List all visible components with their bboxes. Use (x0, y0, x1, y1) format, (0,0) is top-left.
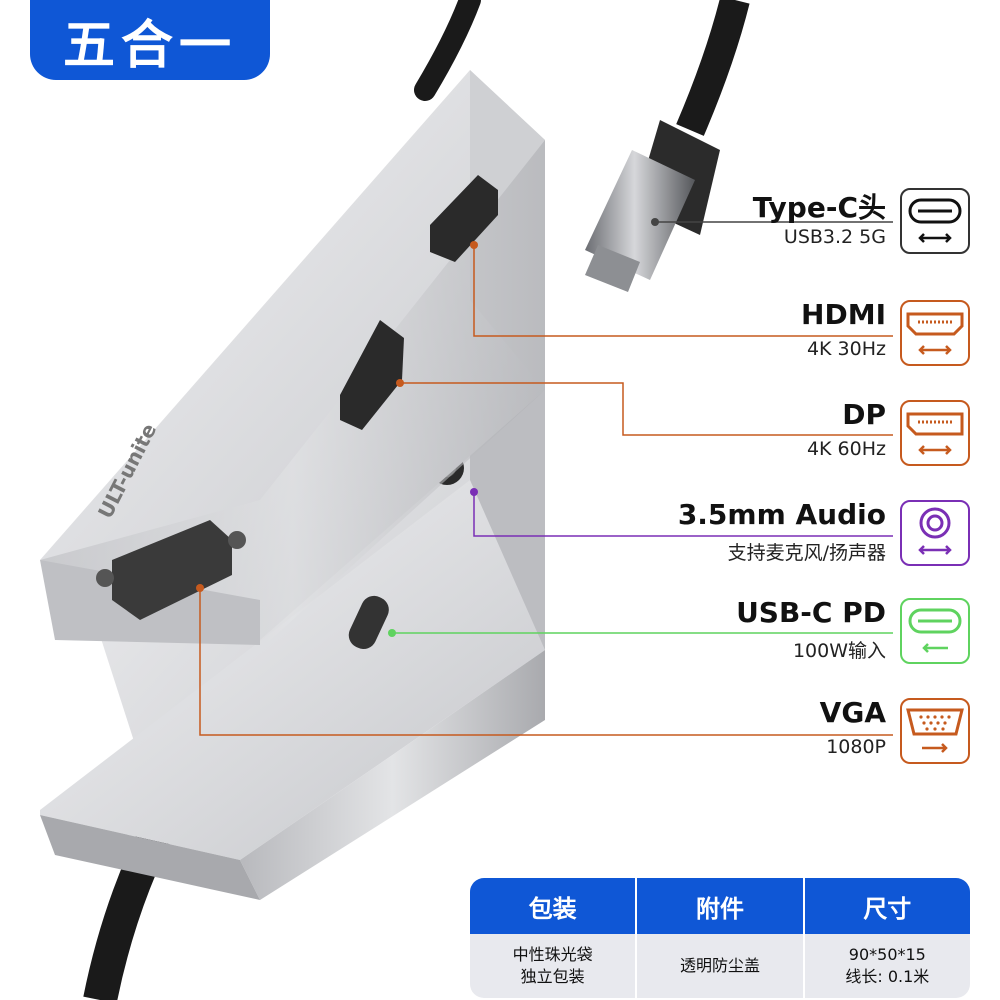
displayport-icon (900, 400, 970, 466)
feature-subtitle: 1080P (826, 736, 886, 758)
feature-title: USB-C PD (736, 596, 886, 629)
feature-title: 3.5mm Audio (677, 498, 886, 531)
table-row: 中性珠光袋 独立包装 透明防尘盖 90*50*15 线长: 0.1米 (470, 934, 970, 998)
feature-title: HDMI (801, 298, 886, 331)
feature-typec: Type-C头 USB3.2 5G (500, 188, 970, 260)
typec-cable (676, 0, 750, 136)
header-accessories: 附件 (637, 878, 805, 934)
feature-subtitle: 支持麦克风/扬声器 (727, 542, 886, 564)
cell-accessories: 透明防尘盖 (637, 934, 805, 998)
feature-subtitle: 4K 30Hz (806, 338, 886, 360)
hdmi-port-icon (900, 300, 970, 366)
cell-size: 90*50*15 线长: 0.1米 (805, 934, 970, 998)
feature-subtitle: USB3.2 5G (783, 226, 886, 248)
cell-line: 90*50*15 (848, 945, 926, 964)
front-unit (40, 70, 545, 645)
top-cable (414, 0, 481, 101)
cell-line: 线长: 0.1米 (845, 967, 930, 986)
feature-title: Type-C头 (752, 191, 886, 224)
header-size: 尺寸 (863, 894, 912, 923)
feature-hdmi: HDMI 4K 30Hz (500, 298, 970, 372)
typec-plug (585, 120, 720, 292)
feature-subtitle: 100W输入 (792, 640, 886, 662)
usb-c-connector-icon (900, 188, 970, 254)
feature-subtitle: 4K 60Hz (806, 438, 886, 460)
cell-line: 透明防尘盖 (679, 956, 760, 975)
table-header: 包装 附件 尺寸 (470, 878, 970, 934)
feature-title: VGA (819, 696, 886, 729)
audio-jack-icon (900, 500, 970, 566)
feature-title: DP (842, 398, 886, 431)
cell-line: 中性珠光袋 (512, 945, 593, 964)
feature-vga: VGA 1080P (500, 696, 970, 770)
spec-table: 包装 附件 尺寸 中性珠光袋 独立包装 透明防尘盖 90*50*15 线长: 0… (470, 878, 970, 998)
header-packaging: 包装 (470, 878, 638, 934)
cell-packaging: 中性珠光袋 独立包装 (470, 934, 638, 998)
cell-line: 独立包装 (520, 967, 585, 986)
usb-c-port-icon (900, 598, 970, 664)
feature-audio: 3.5mm Audio 支持麦克风/扬声器 (500, 498, 970, 572)
vga-port-icon (900, 698, 970, 764)
five-in-one-badge: 五合一 (30, 0, 270, 80)
feature-usbc-pd: USB-C PD 100W输入 (500, 596, 970, 670)
feature-dp: DP 4K 60Hz (500, 398, 970, 472)
